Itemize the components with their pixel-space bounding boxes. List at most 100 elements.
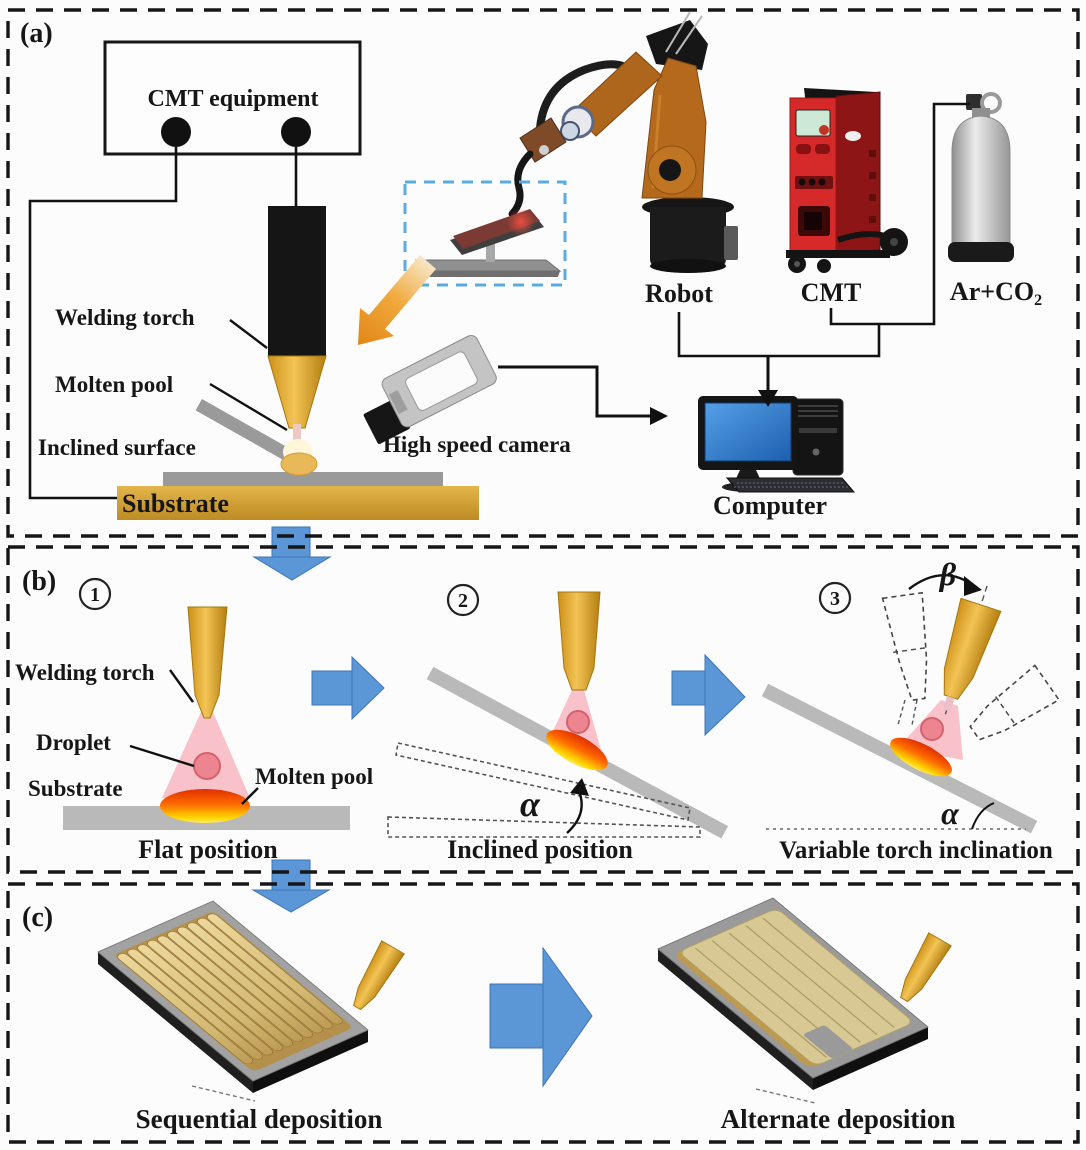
cylinder-valve bbox=[966, 94, 982, 110]
highlight-box bbox=[403, 180, 567, 287]
panel-a: (a) CMT equipment Welding torch Molten p… bbox=[20, 11, 1042, 520]
welding-torch-label-b: Welding torch bbox=[15, 660, 155, 685]
cmt-gas-connection-line bbox=[829, 102, 970, 326]
stage-inclined-position: 2 α Inclined position bbox=[387, 583, 729, 864]
step-1-circle bbox=[78, 577, 112, 611]
cmt-equipment-label: CMT equipment bbox=[148, 86, 319, 112]
molten-pool-label-a: Molten pool bbox=[55, 372, 173, 397]
caption-sequential: Sequential deposition bbox=[136, 1104, 383, 1134]
gas-label: Ar+CO2 bbox=[950, 277, 1042, 309]
droplet-label: Droplet bbox=[36, 730, 111, 755]
arrow-1-to-2 bbox=[311, 655, 385, 721]
alternate-plate: Alternate deposition bbox=[657, 897, 956, 1134]
computer-keyboard bbox=[725, 477, 856, 493]
panel-b-border bbox=[6, 545, 1080, 874]
substrate-bar-a bbox=[117, 486, 479, 520]
robot-antenna bbox=[665, 11, 703, 55]
molten-pool-2 bbox=[546, 729, 608, 771]
terminal-right bbox=[281, 117, 311, 147]
robot-label: Robot bbox=[645, 279, 713, 308]
welding-torch-pointer-a bbox=[229, 319, 268, 349]
caption-variable: Variable torch inclination bbox=[779, 837, 1053, 864]
robot-connection-line bbox=[677, 312, 881, 358]
alpha-arc-3 bbox=[971, 802, 995, 830]
substrate-label-a: Substrate bbox=[122, 489, 229, 518]
computer-screen bbox=[704, 402, 792, 462]
cmt-equipment-box bbox=[103, 40, 362, 156]
panel-b-tag: (b) bbox=[22, 566, 56, 597]
robot-counterweight bbox=[646, 20, 708, 70]
flow-arrow-a-to-b bbox=[252, 526, 332, 581]
camera-label: High speed camera bbox=[383, 432, 571, 457]
panel-c: (c) Sequential deposition bbox=[22, 897, 956, 1134]
torch-2 bbox=[557, 591, 601, 691]
droplet-1 bbox=[193, 752, 221, 780]
workpiece-preview bbox=[414, 208, 562, 277]
arrow-sequential-to-alternate bbox=[489, 946, 593, 1088]
leader-line-left bbox=[191, 1085, 256, 1102]
step-2-circle bbox=[446, 583, 480, 617]
molten-pool-label-b: Molten pool bbox=[255, 764, 373, 789]
droplet-pointer bbox=[129, 744, 195, 768]
gas-cylinder bbox=[948, 92, 1014, 262]
step-3-number: 3 bbox=[830, 588, 840, 610]
wire-electrode bbox=[293, 424, 301, 450]
step-3-circle bbox=[818, 581, 852, 615]
molten-pool-pointer-a bbox=[209, 382, 288, 432]
machine-logo bbox=[845, 131, 861, 141]
alpha-label-2: α bbox=[520, 784, 541, 824]
flow-arrow-b-to-c bbox=[251, 859, 331, 913]
beta-label: β bbox=[939, 556, 957, 592]
arrow-2-to-3 bbox=[671, 653, 746, 737]
welding-torch-label-a: Welding torch bbox=[55, 305, 195, 330]
torch-alternate bbox=[900, 932, 952, 1003]
panel-c-tag: (c) bbox=[22, 902, 53, 933]
ghost-plate-upper bbox=[395, 742, 691, 821]
unfinished-notch bbox=[804, 1025, 853, 1058]
ghost-torch-right bbox=[969, 664, 1061, 741]
computer-label: Computer bbox=[713, 491, 827, 520]
welding-torch-pointer-b bbox=[169, 669, 194, 703]
cmt-label: CMT bbox=[801, 278, 862, 307]
molten-pool-pointer-b bbox=[241, 787, 259, 805]
welding-torch-a bbox=[267, 206, 327, 450]
torch-sequential bbox=[353, 940, 405, 1011]
computer-arrowhead bbox=[758, 390, 778, 407]
ghost-torch-left bbox=[881, 591, 928, 702]
wire-to-substrate bbox=[28, 147, 178, 500]
molten-pool-a bbox=[280, 452, 318, 476]
step-2-number: 2 bbox=[458, 590, 468, 612]
alpha-label-3: α bbox=[941, 795, 960, 831]
caption-alternate: Alternate deposition bbox=[721, 1104, 956, 1134]
torch-neck bbox=[508, 150, 534, 218]
cmt-machine bbox=[786, 88, 908, 273]
caption-inclined: Inclined position bbox=[447, 835, 633, 864]
weld-glow bbox=[507, 208, 535, 236]
molten-pool-3 bbox=[890, 737, 952, 777]
stage-flat-position: 1 Welding torch Droplet Substrate Molten… bbox=[15, 577, 373, 864]
panel-a-tag: (a) bbox=[20, 18, 53, 49]
panel-a-border bbox=[6, 8, 1080, 538]
flat-plate-bar bbox=[163, 472, 443, 486]
step-1-number: 1 bbox=[90, 584, 100, 606]
robot-forearm bbox=[571, 51, 663, 137]
inclined-substrate-3 bbox=[761, 683, 1038, 834]
caption-flat: Flat position bbox=[138, 835, 278, 864]
leader-line-right bbox=[755, 1088, 816, 1104]
droplet-3 bbox=[920, 717, 944, 741]
inclined-surface-label: Inclined surface bbox=[38, 435, 196, 460]
droplet-2 bbox=[566, 710, 590, 734]
panel-b: (b) 1 Welding torch Droplet Substrate Mo… bbox=[15, 556, 1061, 864]
ghost-plate-lower bbox=[387, 816, 701, 838]
panel-c-border bbox=[6, 882, 1080, 1144]
camera-signal-line bbox=[498, 365, 650, 418]
alpha-rotation-arrow bbox=[566, 788, 583, 834]
camera-arrowhead bbox=[650, 407, 668, 425]
terminal-left bbox=[161, 117, 191, 147]
robot-arm bbox=[508, 11, 738, 273]
ghost-wire-left bbox=[897, 699, 918, 726]
substrate-label-b: Substrate bbox=[28, 776, 123, 801]
zoom-arrow bbox=[358, 255, 436, 345]
